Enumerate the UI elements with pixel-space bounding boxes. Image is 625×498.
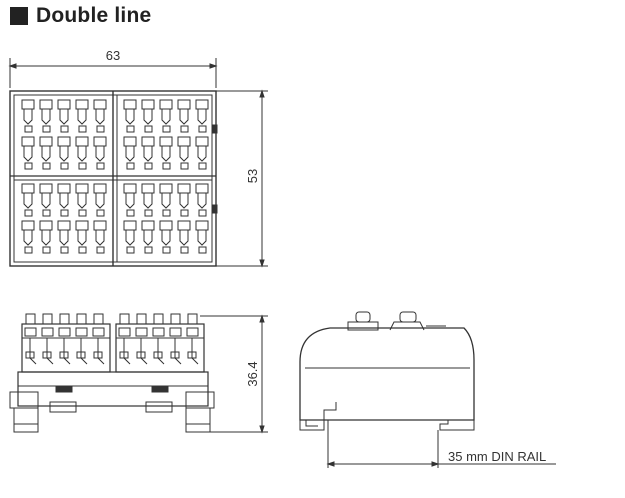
terminal-slot xyxy=(177,99,191,133)
terminal-grid xyxy=(21,99,209,254)
terminal-slot xyxy=(39,220,53,254)
terminal-slot xyxy=(39,99,53,133)
terminal-slot xyxy=(75,220,89,254)
terminal-slot xyxy=(159,136,173,170)
terminal-slot xyxy=(141,136,155,170)
terminal-slot xyxy=(159,183,173,217)
terminal-slot xyxy=(93,99,107,133)
terminal-slot xyxy=(21,183,35,217)
terminal-slot xyxy=(195,220,209,254)
terminal-slot xyxy=(57,183,71,217)
front-pin xyxy=(75,313,88,365)
terminal-slot xyxy=(177,183,191,217)
side-height-dimension-label: 36.4 xyxy=(245,361,260,386)
terminal-slot xyxy=(21,99,35,133)
terminal-slot xyxy=(123,136,137,170)
front-pin xyxy=(135,313,148,365)
terminal-slot xyxy=(123,183,137,217)
terminal-slot xyxy=(39,183,53,217)
terminal-slot xyxy=(141,220,155,254)
terminal-slot xyxy=(93,220,107,254)
front-pins xyxy=(24,313,199,365)
front-pin xyxy=(24,313,37,365)
terminal-slot xyxy=(75,183,89,217)
terminal-slot xyxy=(177,220,191,254)
terminal-slot xyxy=(57,136,71,170)
side-profile-view: 35 mm DIN RAIL xyxy=(299,311,556,468)
terminal-slot xyxy=(57,99,71,133)
front-pin xyxy=(92,313,105,365)
terminal-slot xyxy=(93,183,107,217)
front-pin xyxy=(186,313,199,365)
front-pin xyxy=(169,313,182,365)
front-pin xyxy=(118,313,131,365)
bullet-square-icon xyxy=(10,7,28,25)
front-view: 36.4 xyxy=(9,313,268,434)
terminal-slot xyxy=(141,99,155,133)
top-view: 63 53 xyxy=(8,48,268,268)
terminal-slot xyxy=(75,99,89,133)
terminal-slot xyxy=(57,220,71,254)
terminal-slot xyxy=(141,183,155,217)
terminal-slot xyxy=(123,99,137,133)
title-text: Double line xyxy=(36,4,152,27)
front-pin xyxy=(58,313,71,365)
terminal-slot xyxy=(93,136,107,170)
terminal-slot xyxy=(195,136,209,170)
terminal-slot xyxy=(159,99,173,133)
section-title: Double line xyxy=(10,4,151,28)
rail-dimension-label: 35 mm DIN RAIL xyxy=(448,449,546,464)
front-pin xyxy=(152,313,165,365)
terminal-slot xyxy=(21,220,35,254)
terminal-slot xyxy=(195,99,209,133)
terminal-slot xyxy=(75,136,89,170)
terminal-slot xyxy=(21,136,35,170)
height-dimension-label: 53 xyxy=(245,169,260,183)
terminal-slot xyxy=(123,220,137,254)
terminal-slot xyxy=(159,220,173,254)
terminal-slot xyxy=(177,136,191,170)
terminal-slot xyxy=(195,183,209,217)
front-pin xyxy=(41,313,54,365)
width-dimension-label: 63 xyxy=(106,48,120,63)
terminal-slot xyxy=(39,136,53,170)
